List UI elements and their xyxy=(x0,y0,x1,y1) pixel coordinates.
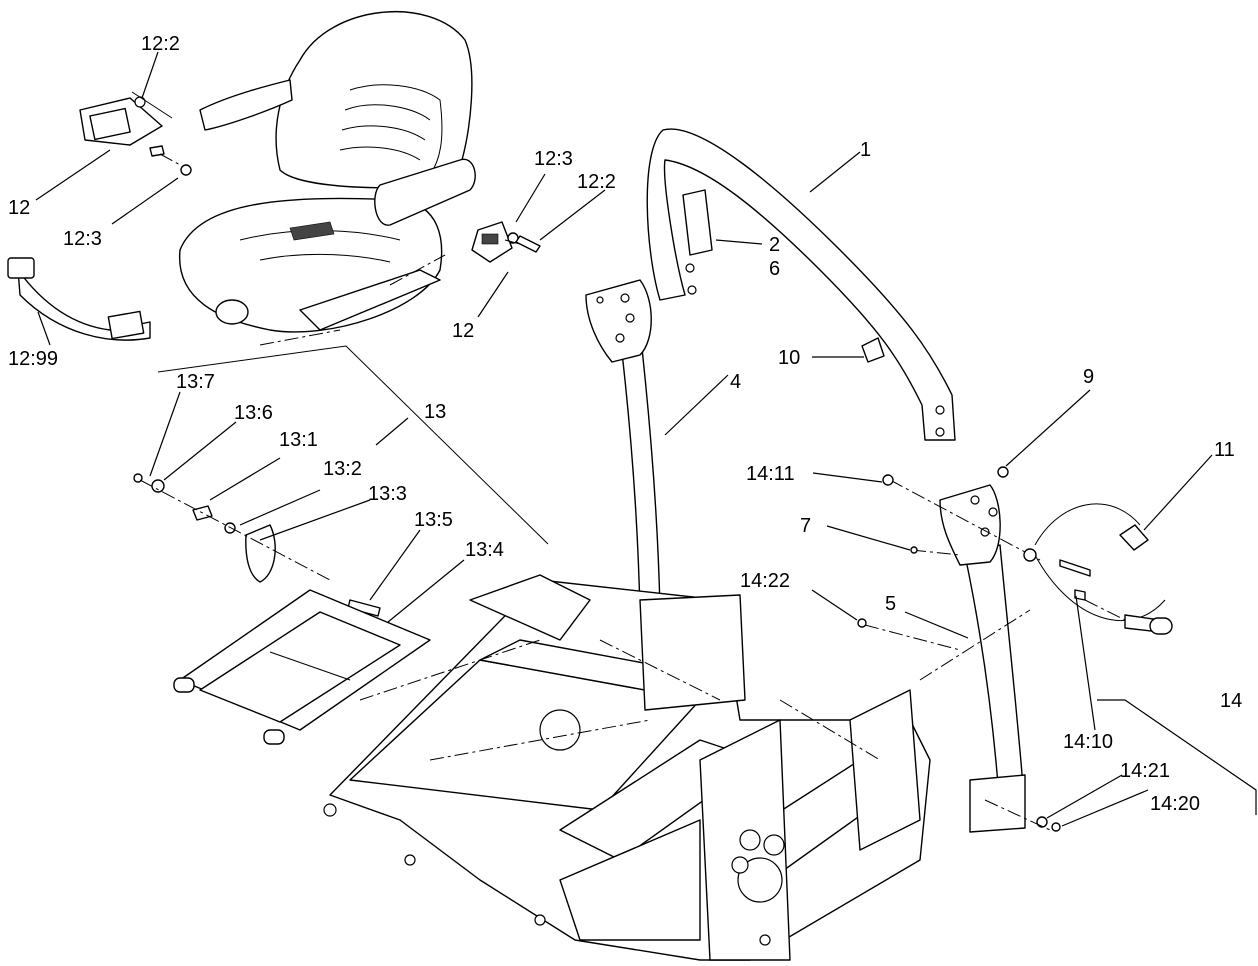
callout-14-11: 14:11 xyxy=(746,463,795,485)
roll-bar-right-lower xyxy=(889,479,1041,833)
callout-14-21: 14:21 xyxy=(1120,760,1170,782)
callout-5: 5 xyxy=(885,593,896,615)
callout-12-99: 12:99 xyxy=(8,348,58,370)
callout-13-7: 13:7 xyxy=(176,371,215,393)
seat-belt-strap xyxy=(7,257,151,341)
callout-12-2-mid: 12:2 xyxy=(577,171,616,193)
callout-14-10: 14:10 xyxy=(1063,731,1113,753)
callout-6: 6 xyxy=(769,258,780,280)
callout-4: 4 xyxy=(730,371,741,393)
roll-bar-hardware xyxy=(857,466,1061,832)
callout-14-20: 14:20 xyxy=(1150,793,1200,815)
seat-belt-retractor xyxy=(79,91,192,176)
callout-12-left: 12 xyxy=(8,197,30,219)
callout-7: 7 xyxy=(800,515,811,537)
callout-12-3-mid: 12:3 xyxy=(534,148,573,170)
chassis-frame xyxy=(323,574,931,961)
callout-13-5: 13:5 xyxy=(414,509,453,531)
seat-assembly xyxy=(179,11,476,346)
callout-14: 14 xyxy=(1220,690,1242,712)
seat-adjust-assembly xyxy=(133,345,549,745)
callout-12-3-left: 12:3 xyxy=(63,228,102,250)
roll-bar-upper xyxy=(646,128,956,441)
callout-labels: 12:2 12 12:3 12:99 12:3 12:2 12 1 2 6 10… xyxy=(8,33,1242,815)
hitch-pin xyxy=(1023,503,1173,635)
leader-lines xyxy=(35,51,1257,827)
seat-belt-buckle xyxy=(471,221,541,263)
callout-13: 13 xyxy=(424,401,446,423)
callout-13-2: 13:2 xyxy=(323,458,362,480)
callout-13-3: 13:3 xyxy=(368,483,407,505)
callout-12-mid: 12 xyxy=(452,320,474,342)
callout-2: 2 xyxy=(769,234,780,256)
roll-bar-left-lower xyxy=(585,279,661,615)
callout-1: 1 xyxy=(860,139,871,161)
callout-13-4: 13:4 xyxy=(465,539,504,561)
callout-13-1: 13:1 xyxy=(279,429,318,451)
callout-14-22: 14:22 xyxy=(740,570,790,592)
callout-9: 9 xyxy=(1083,366,1094,388)
callout-10: 10 xyxy=(778,347,800,369)
callout-12-2-top: 12:2 xyxy=(141,33,180,55)
callout-11: 11 xyxy=(1214,439,1235,461)
callout-13-6: 13:6 xyxy=(234,402,273,424)
